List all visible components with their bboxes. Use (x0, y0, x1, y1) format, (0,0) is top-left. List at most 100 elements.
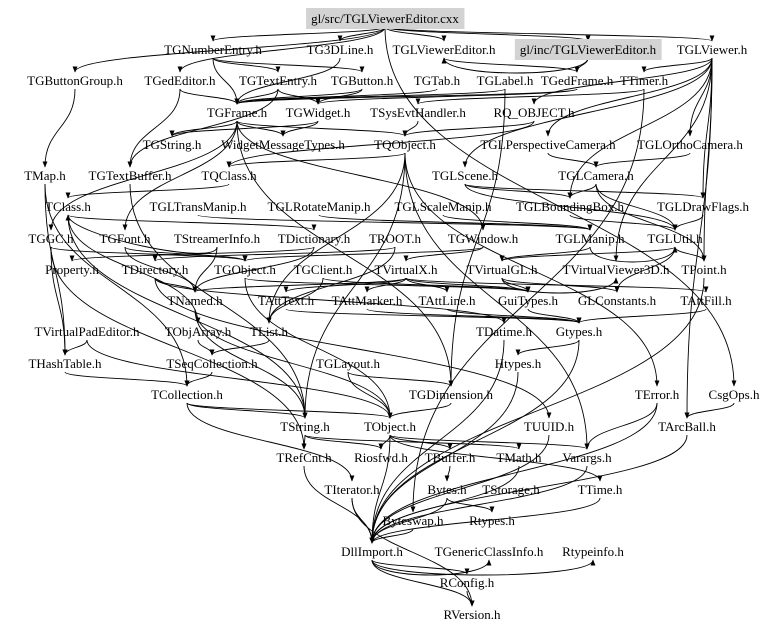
node-tglscalemanip-h[interactable]: TGLScaleManip.h (394, 199, 492, 214)
node-tgframe-h[interactable]: TGFrame.h (207, 105, 268, 120)
node-tattline-h[interactable]: TAttLine.h (418, 293, 476, 308)
node-tstorage-h[interactable]: TStorage.h (482, 482, 540, 497)
node-gl-inc-tglviewereditor-h[interactable]: gl/inc/TGLViewerEditor.h (514, 39, 662, 60)
node-tnamed-h[interactable]: TNamed.h (167, 293, 223, 308)
node-tgclient-h[interactable]: TGClient.h (294, 262, 353, 277)
node-tseqcollection-h[interactable]: TSeqCollection.h (166, 356, 258, 371)
node-tpoint-h[interactable]: TPoint.h (681, 262, 727, 277)
node-tobjarray-h[interactable]: TObjArray.h (165, 324, 232, 339)
node-tdirectory-h[interactable]: TDirectory.h (122, 262, 189, 277)
node-tg3dline-h[interactable]: TG3DLine.h (307, 42, 374, 57)
node-glconstants-h[interactable]: GLConstants.h (578, 293, 657, 308)
node-byteswap-h[interactable]: Byteswap.h (382, 513, 444, 528)
node-tvirtualviewer3d-h[interactable]: TVirtualViewer3D.h (562, 262, 670, 277)
node-tcollection-h[interactable]: TCollection.h (151, 387, 223, 402)
node-ttime-h[interactable]: TTime.h (578, 482, 623, 497)
node-tglayout-h[interactable]: TGLayout.h (316, 356, 380, 371)
node-titerator-h[interactable]: TIterator.h (324, 482, 380, 497)
node-tvirtualgl-h[interactable]: TVirtualGL.h (466, 262, 538, 277)
node-tglperspectivecamera-h[interactable]: TGLPerspectiveCamera.h (480, 137, 616, 152)
node-htypes-h[interactable]: Htypes.h (495, 356, 542, 371)
node-rtypes-h[interactable]: Rtypes.h (469, 513, 515, 528)
node-property-h[interactable]: Property.h (45, 262, 99, 277)
node-tglscene-h[interactable]: TGLScene.h (432, 168, 499, 183)
node-tattmarker-h[interactable]: TAttMarker.h (332, 293, 403, 308)
node-tobject-h[interactable]: TObject.h (364, 419, 417, 434)
node-guitypes-h[interactable]: GuiTypes.h (498, 293, 559, 308)
node-tglabel-h[interactable]: TGLabel.h (477, 73, 534, 88)
node-tuuid-h[interactable]: TUUID.h (524, 419, 575, 434)
node-rversion-h[interactable]: RVersion.h (443, 607, 501, 622)
node-tarcball-h[interactable]: TArcBall.h (658, 419, 716, 434)
node-tglboundingbox-h[interactable]: TGLBoundingBox.h (516, 199, 624, 214)
dependency-edge (442, 214, 593, 231)
node-tglorthocamera-h[interactable]: TGLOrthoCamera.h (637, 137, 743, 152)
node-tatttext-h[interactable]: TAttText.h (258, 293, 315, 308)
node-tgdimension-h[interactable]: TGDimension.h (409, 387, 494, 402)
dependency-edge (65, 183, 230, 199)
node-tggc-h[interactable]: TGGC.h (28, 231, 74, 246)
node-rconfig-h[interactable]: RConfig.h (440, 575, 495, 590)
node-tvirtualpadeditor-h[interactable]: TVirtualPadEditor.h (34, 324, 140, 339)
node-widgetmessagetypes-h[interactable]: WidgetMessageTypes.h (221, 137, 345, 152)
node-tgededitor-h[interactable]: TGedEditor.h (144, 73, 216, 88)
node-tgtextentry-h[interactable]: TGTextEntry.h (239, 73, 318, 88)
node-rtypeinfo-h[interactable]: Rtypeinfo.h (562, 544, 624, 559)
node-tgltransmanip-h[interactable]: TGLTransManip.h (150, 199, 247, 214)
dependency-edge (369, 434, 391, 544)
node-tsysevthandler-h[interactable]: TSysEvtHandler.h (370, 105, 466, 120)
node-label: TVirtualX.h (374, 262, 438, 277)
node-tgstring-h[interactable]: TGString.h (143, 137, 202, 152)
node-tglviewereditor-h[interactable]: TGLViewerEditor.h (392, 42, 496, 57)
node-thashtable-h[interactable]: THashTable.h (28, 356, 102, 371)
node-tstreamerinfo-h[interactable]: TStreamerInfo.h (174, 231, 261, 246)
node-riosfwd-h[interactable]: Riosfwd.h (354, 450, 408, 465)
node-tgtextbuffer-h[interactable]: TGTextBuffer.h (89, 168, 172, 183)
node-tstring-h[interactable]: TString.h (280, 419, 330, 434)
node-ttimer-h[interactable]: TTimer.h (620, 73, 669, 88)
node-tgenericclassinfo-h[interactable]: TGenericClassInfo.h (435, 544, 544, 559)
node-tclass-h[interactable]: TClass.h (45, 199, 91, 214)
dependency-edge (389, 434, 603, 482)
node-tglutil-h[interactable]: TGLUtil.h (647, 231, 703, 246)
node-tgldrawflags-h[interactable]: TGLDrawFlags.h (657, 199, 750, 214)
node-label: TCollection.h (151, 387, 223, 402)
node-tgtab-h[interactable]: TGTab.h (414, 73, 461, 88)
node-label: TGLPerspectiveCamera.h (480, 137, 616, 152)
node-trefcnt-h[interactable]: TRefCnt.h (276, 450, 332, 465)
node-tgedframe-h[interactable]: TGedFrame.h (541, 73, 614, 88)
node-tbuffer-h[interactable]: TBuffer.h (425, 450, 476, 465)
node-tmap-h[interactable]: TMap.h (24, 168, 66, 183)
node-csgops-h[interactable]: CsgOps.h (709, 387, 760, 402)
node-tglcamera-h[interactable]: TGLCamera.h (558, 168, 634, 183)
node-tglrotatemanip-h[interactable]: TGLRotateManip.h (268, 199, 371, 214)
node-tgbuttongroup-h[interactable]: TGButtonGroup.h (27, 73, 123, 88)
node-tqclass-h[interactable]: TQClass.h (201, 168, 257, 183)
node-tglmanip-h[interactable]: TGLManip.h (556, 231, 625, 246)
node-tvirtualx-h[interactable]: TVirtualX.h (374, 262, 438, 277)
node-gl-src-tglviewereditor-cxx[interactable]: gl/src/TGLViewerEditor.cxx (306, 8, 465, 29)
node-tgfont-h[interactable]: TGFont.h (100, 231, 151, 246)
node-label: TAttLine.h (418, 293, 476, 308)
node-bytes-h[interactable]: Bytes.h (427, 482, 467, 497)
node-tdatime-h[interactable]: TDatime.h (476, 324, 532, 339)
node-rq-object-h[interactable]: RQ_OBJECT.h (493, 105, 575, 120)
node-tgobject-h[interactable]: TGObject.h (214, 262, 276, 277)
node-troot-h[interactable]: TROOT.h (369, 231, 422, 246)
node-label: TSeqCollection.h (166, 356, 258, 371)
node-tattfill-h[interactable]: TAttFill.h (680, 293, 732, 308)
node-gtypes-h[interactable]: Gtypes.h (556, 324, 603, 339)
node-tlist-h[interactable]: TList.h (250, 324, 288, 339)
node-tgnumberentry-h[interactable]: TGNumberEntry.h (164, 42, 262, 57)
node-terror-h[interactable]: TError.h (635, 387, 680, 402)
node-tmath-h[interactable]: TMath.h (496, 450, 542, 465)
node-tgwidget-h[interactable]: TGWidget.h (286, 105, 351, 120)
node-varargs-h[interactable]: Varargs.h (562, 450, 612, 465)
node-tglviewer-h[interactable]: TGLViewer.h (677, 42, 748, 57)
node-tdictionary-h[interactable]: TDictionary.h (278, 231, 351, 246)
node-tqobject-h[interactable]: TQObject.h (374, 137, 436, 152)
node-dllimport-h[interactable]: DllImport.h (341, 544, 403, 559)
node-tgwindow-h[interactable]: TGWindow.h (448, 231, 519, 246)
node-label: TG3DLine.h (307, 42, 374, 57)
node-tgbutton-h[interactable]: TGButton.h (331, 73, 394, 88)
